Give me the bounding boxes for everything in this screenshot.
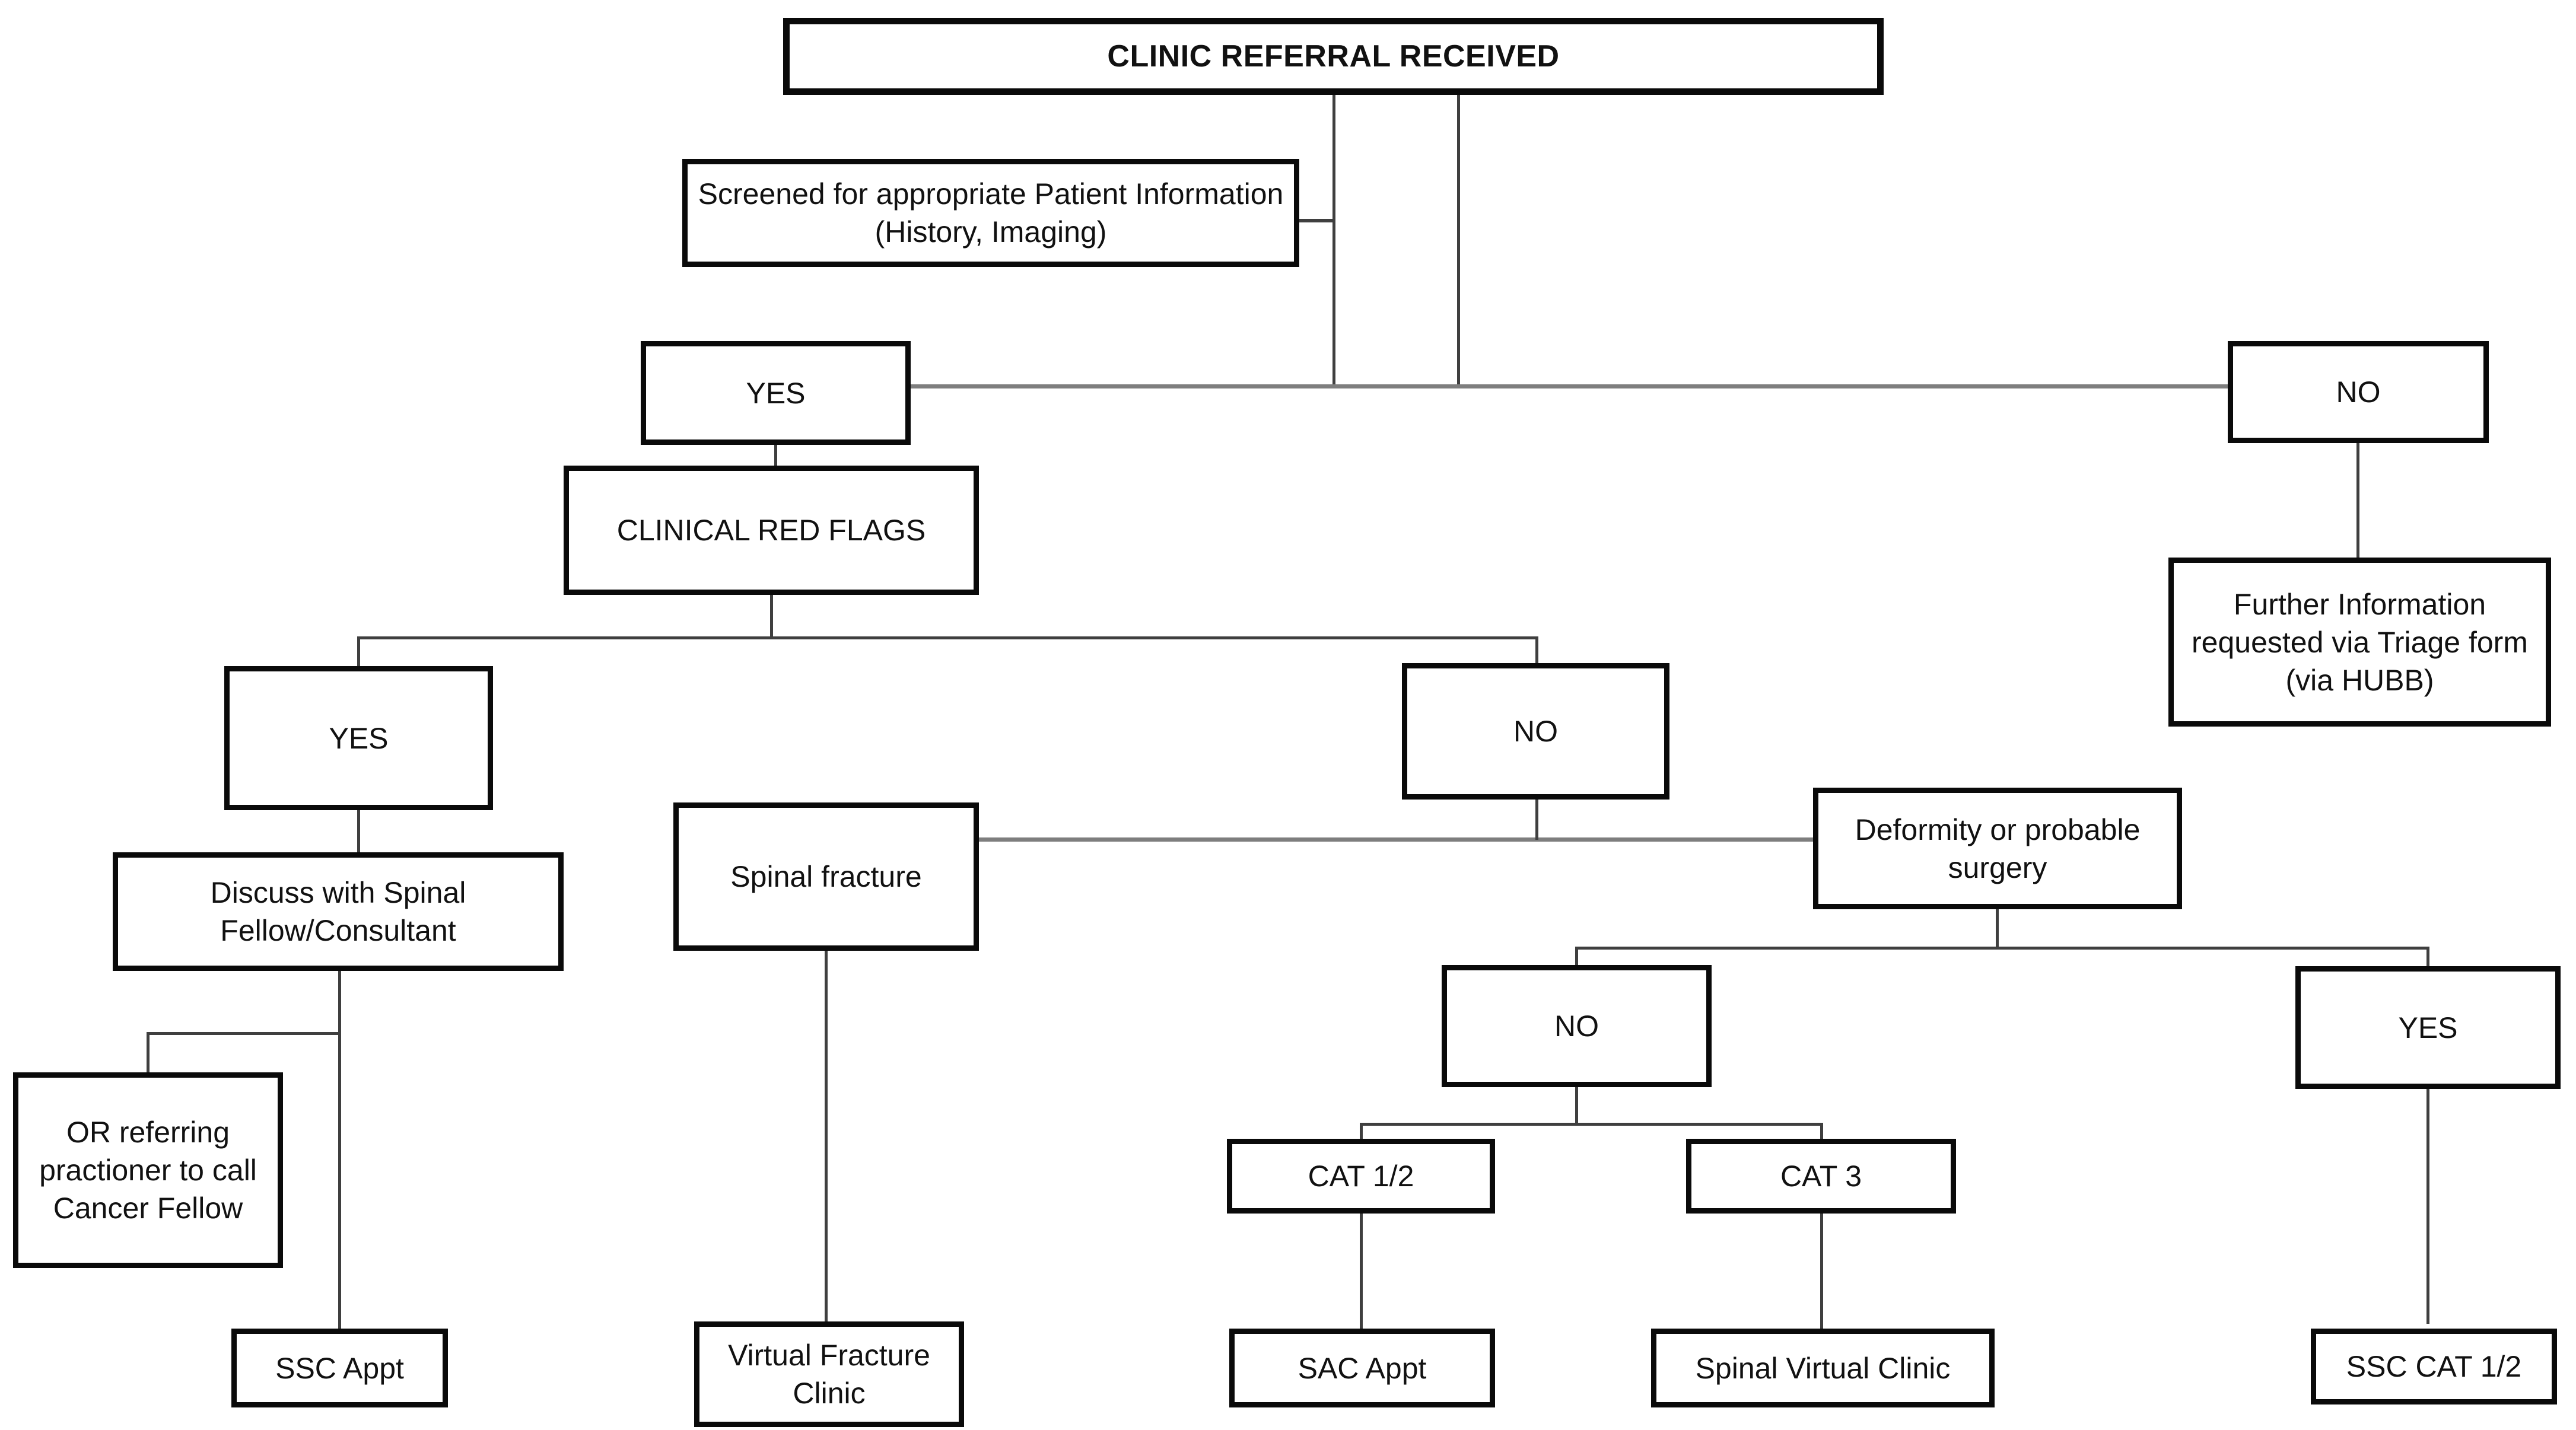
- node-no-red-flags: NO: [1402, 663, 1669, 800]
- node-ssc-cat12-label: SSC CAT 1/2: [2346, 1350, 2522, 1383]
- node-cat12: CAT 1/2: [1227, 1139, 1495, 1214]
- node-no-top-label: NO: [2336, 375, 2381, 409]
- connector-crf-branch-right-down: [1535, 636, 1538, 665]
- connector-crf-branch-horizontal: [357, 636, 1538, 639]
- node-screened: Screened for appropriate Patient Informa…: [682, 159, 1299, 267]
- connector-discuss-sscappt: [338, 970, 341, 1330]
- node-sac-appt-label: SAC Appt: [1297, 1351, 1427, 1385]
- node-deformity-label: Deformity or probable surgery: [1855, 813, 2141, 884]
- node-clinic-referral-received: CLINIC REFERRAL RECEIVED: [783, 18, 1884, 95]
- node-ssc-cat12: SSC CAT 1/2: [2311, 1329, 2557, 1404]
- connector-deformity-yes-down: [2426, 947, 2429, 968]
- node-or-referring: OR referring practioner to call Cancer F…: [13, 1072, 283, 1268]
- connector-yes-no-horizontal: [909, 384, 2230, 388]
- node-no-red-flags-label: NO: [1513, 715, 1558, 748]
- node-sac-appt: SAC Appt: [1229, 1329, 1495, 1407]
- node-no-deformity: NO: [1442, 965, 1712, 1087]
- connector-crf-down: [770, 593, 773, 639]
- node-further-info-label: Further Information requested via Triage…: [2192, 587, 2528, 697]
- connector-screened-stub: [1297, 219, 1335, 222]
- connector-yestop-crf: [774, 444, 777, 467]
- node-cat3-label: CAT 3: [1780, 1160, 1862, 1193]
- connector-cat12-up: [1360, 1123, 1363, 1141]
- node-deformity: Deformity or probable surgery: [1813, 788, 2182, 909]
- connector-fracture-deformity-horizontal: [978, 837, 1814, 842]
- node-yes-deformity: YES: [2295, 966, 2561, 1089]
- node-screened-label: Screened for appropriate Patient Informa…: [698, 177, 1284, 249]
- node-yes-top-label: YES: [746, 376, 806, 410]
- connector-norf-stub: [1535, 798, 1538, 840]
- node-spinal-fracture-label: Spinal fracture: [730, 860, 922, 893]
- connector-deformity-branch-horizontal: [1575, 947, 2429, 950]
- connector-deformity-down: [1996, 908, 1999, 950]
- node-clinical-red-flags-label: CLINICAL RED FLAGS: [616, 514, 926, 547]
- node-spinal-virtual-clinic-label: Spinal Virtual Clinic: [1695, 1351, 1951, 1385]
- connector-fracture-vfc: [825, 950, 828, 1323]
- node-ssc-appt: SSC Appt: [231, 1329, 448, 1407]
- connector-cat-branch-horizontal: [1360, 1123, 1820, 1126]
- node-cat3: CAT 3: [1686, 1139, 1956, 1214]
- node-discuss: Discuss with Spinal Fellow/Consultant: [113, 852, 564, 971]
- node-yes-deformity-label: YES: [2398, 1011, 2458, 1044]
- connector-notop-furtherinfo: [2356, 442, 2359, 559]
- node-spinal-virtual-clinic: Spinal Virtual Clinic: [1651, 1329, 1995, 1407]
- node-yes-top: YES: [641, 341, 911, 445]
- node-no-deformity-label: NO: [1554, 1009, 1599, 1043]
- connector-yesdef-ssccat: [2426, 1088, 2429, 1324]
- connector-cat12-sac: [1360, 1212, 1363, 1330]
- node-further-info: Further Information requested via Triage…: [2168, 558, 2551, 727]
- connector-cat3-svc: [1820, 1212, 1823, 1330]
- connector-or-down: [147, 1032, 150, 1074]
- node-cat12-label: CAT 1/2: [1308, 1160, 1414, 1193]
- node-discuss-label: Discuss with Spinal Fellow/Consultant: [210, 876, 466, 947]
- node-clinic-referral-label: CLINIC REFERRAL RECEIVED: [1107, 39, 1560, 74]
- node-spinal-fracture: Spinal fracture: [673, 802, 979, 951]
- node-no-top: NO: [2228, 341, 2489, 443]
- connector-title-left-vertical: [1332, 95, 1335, 388]
- node-clinical-red-flags: CLINICAL RED FLAGS: [564, 466, 979, 595]
- connector-deformity-no-down: [1575, 947, 1578, 967]
- connector-discuss-or-horizontal: [147, 1032, 340, 1035]
- node-yes-red-flags: YES: [224, 666, 493, 810]
- connector-title-right-vertical: [1457, 95, 1460, 388]
- node-ssc-appt-label: SSC Appt: [275, 1351, 404, 1385]
- node-virtual-fracture-clinic-label: Virtual Fracture Clinic: [728, 1339, 930, 1410]
- node-yes-red-flags-label: YES: [329, 721, 389, 755]
- node-virtual-fracture-clinic: Virtual Fracture Clinic: [694, 1321, 964, 1427]
- connector-nodef-down: [1575, 1085, 1578, 1126]
- node-or-referring-label: OR referring practioner to call Cancer F…: [39, 1116, 257, 1225]
- connector-crf-branch-left-down: [357, 636, 360, 667]
- connector-yesrf-discuss: [357, 809, 360, 853]
- connector-cat3-up: [1820, 1123, 1823, 1141]
